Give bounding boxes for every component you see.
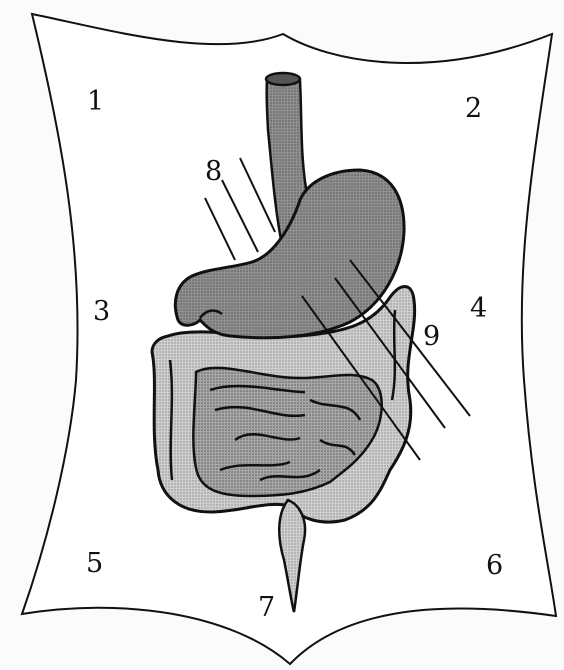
region-label-4: 4 (470, 295, 487, 322)
region-label-8: 8 (205, 158, 222, 185)
region-label-2: 2 (465, 95, 482, 122)
region-label-6: 6 (486, 552, 503, 579)
region-label-3: 3 (93, 298, 110, 325)
region-label-7: 7 (258, 594, 275, 621)
esophagus-opening (266, 73, 300, 85)
region-label-5: 5 (86, 550, 103, 577)
region-label-9: 9 (423, 323, 440, 350)
region-label-1: 1 (87, 88, 104, 115)
